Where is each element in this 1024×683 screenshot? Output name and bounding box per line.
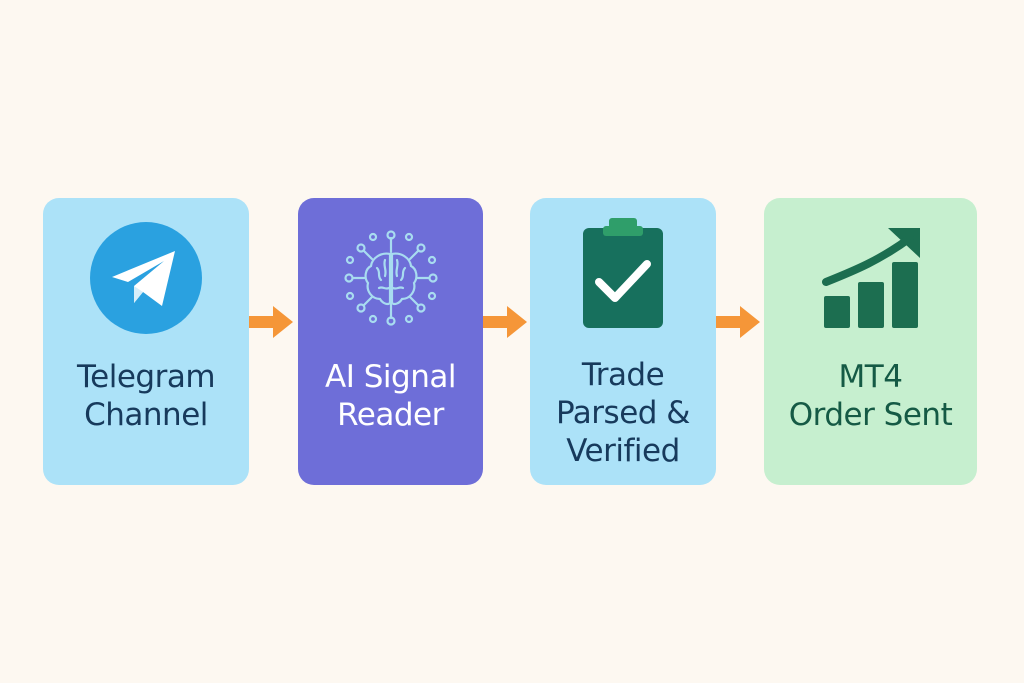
chart-bar-2 <box>857 282 884 328</box>
telegram-plane <box>112 251 175 306</box>
step-telegram-line-2: Channel <box>84 397 208 433</box>
step-trade-label: Trade Parsed & Verified <box>530 356 716 470</box>
step-trade-line-3: Verified <box>566 433 680 469</box>
check-mark <box>595 260 651 302</box>
arrow-right-icon <box>249 306 293 338</box>
telegram-icon <box>90 222 202 334</box>
step-mt4-line-1: MT4 <box>838 359 903 395</box>
step-ai-label: AI Signal Reader <box>298 358 483 434</box>
step-telegram-line-1: Telegram <box>76 359 216 395</box>
step-trade-line-2: Parsed & <box>556 395 690 431</box>
arrow-right-icon <box>716 306 760 338</box>
clipboard-check-icon <box>583 218 663 328</box>
clipboard-clip-bar <box>603 226 643 236</box>
step-trade-line-1: Trade <box>581 357 665 393</box>
step-mt4-label: MT4 Order Sent <box>764 358 977 434</box>
step-telegram-label: Telegram Channel <box>43 358 249 434</box>
step-ai-line-1: AI Signal <box>325 359 456 395</box>
step-ai-signal-reader: AI Signal Reader <box>298 198 483 485</box>
arrow-right-icon <box>483 306 527 338</box>
step-mt4-order-sent: MT4 Order Sent <box>764 198 977 485</box>
clipboard-board <box>583 228 663 328</box>
ai-brain-icon <box>343 230 438 326</box>
step-mt4-line-2: Order Sent <box>788 397 953 433</box>
trend-line <box>821 234 914 286</box>
chart-bar-3 <box>891 262 918 328</box>
step-trade-parsed-verified: Trade Parsed & Verified <box>530 198 716 485</box>
chart-bar-1 <box>823 296 850 328</box>
step-ai-line-2: Reader <box>337 397 444 433</box>
growth-chart-icon <box>821 228 920 328</box>
step-telegram-channel: Telegram Channel <box>43 198 249 485</box>
telegram-plane-fold <box>134 286 143 303</box>
